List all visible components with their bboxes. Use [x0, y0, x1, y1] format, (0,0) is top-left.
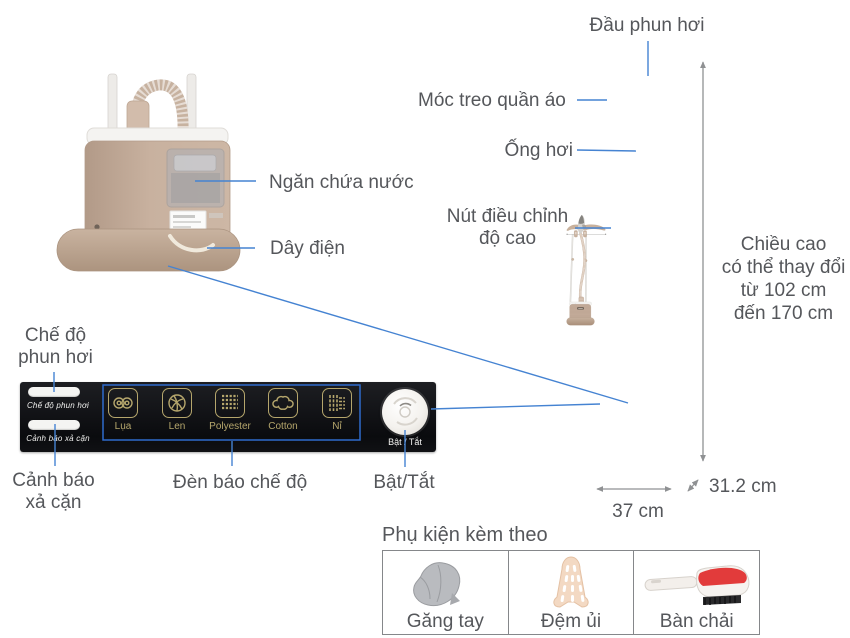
base-body: [566, 301, 595, 326]
width-dimension-label: 37 cm: [612, 501, 664, 522]
steam-head-label: Đầu phun hơi: [589, 15, 705, 36]
felt-weave-icon: [322, 388, 352, 418]
hose-label: Ống hơi: [504, 140, 573, 161]
base-unit-photo: [56, 73, 241, 272]
ironing-pad-icon: [553, 556, 589, 608]
mode-lights-label: Đèn báo chế độ: [173, 472, 308, 493]
steam-mode-outer-label: Chế độ phun hơi: [18, 325, 93, 368]
hose-arc: [126, 79, 189, 140]
drain-hole: [94, 224, 100, 230]
hanger-label: Móc treo quần áo: [418, 90, 566, 111]
power-cord-label: Dây điện: [270, 238, 345, 259]
accessories-title: Phụ kiện kèm theo: [382, 524, 548, 546]
steam-hose: [578, 232, 586, 304]
water-tank-label: Ngăn chứa nước: [269, 172, 414, 193]
drain-warning-outer-label: Cảnh báo xả cặn: [12, 470, 95, 513]
brush-icon: [644, 565, 750, 605]
silk-swirl-icon: [108, 388, 138, 418]
height-range-note: Chiều cao có thể thay đổi từ 102 cm đến …: [721, 234, 846, 324]
base-plate: [56, 228, 241, 272]
power-button-label: Bật / Tắt: [388, 437, 422, 447]
fabric-mode-felt: Nỉ: [315, 388, 359, 432]
cotton-flower-icon: [268, 388, 298, 418]
power-cord: [168, 234, 215, 253]
accessories-table: Găng tay Đệm ủi: [382, 550, 760, 635]
steam-mode-indicator-label: Chế độ phun hơi: [26, 401, 90, 410]
fabric-mode-cotton: Cotton: [261, 388, 305, 432]
trouser-clips: [574, 230, 587, 238]
drain-warning-indicator-label: Cảnh báo xả cặn: [26, 434, 90, 443]
depth-dimension-label: 31.2 cm: [709, 476, 777, 497]
accessory-brush: Bàn chải: [634, 551, 759, 634]
water-tank: [166, 148, 225, 208]
fabric-mode-polyester: Polyester: [208, 388, 252, 432]
fabric-mode-wool: Len: [155, 388, 199, 432]
power-outer-label: Bật/Tắt: [373, 472, 435, 493]
steam-mode-indicator-light: [28, 387, 80, 397]
height-knob-label: Nút điều chỉnh độ cao: [446, 206, 569, 249]
accessory-ironing-pad: Đệm ủi: [509, 551, 635, 634]
accessory-glove: Găng tay: [383, 551, 509, 634]
polyester-grid-icon: [215, 388, 245, 418]
wool-ball-icon: [162, 388, 192, 418]
power-button: [382, 389, 428, 435]
drain-warning-indicator-light: [28, 420, 80, 430]
glove-icon: [413, 562, 461, 607]
control-panel: Chế độ phun hơi Cảnh báo xả cặn Lụa Len: [20, 382, 436, 452]
fabric-mode-silk: Lụa: [101, 388, 145, 432]
